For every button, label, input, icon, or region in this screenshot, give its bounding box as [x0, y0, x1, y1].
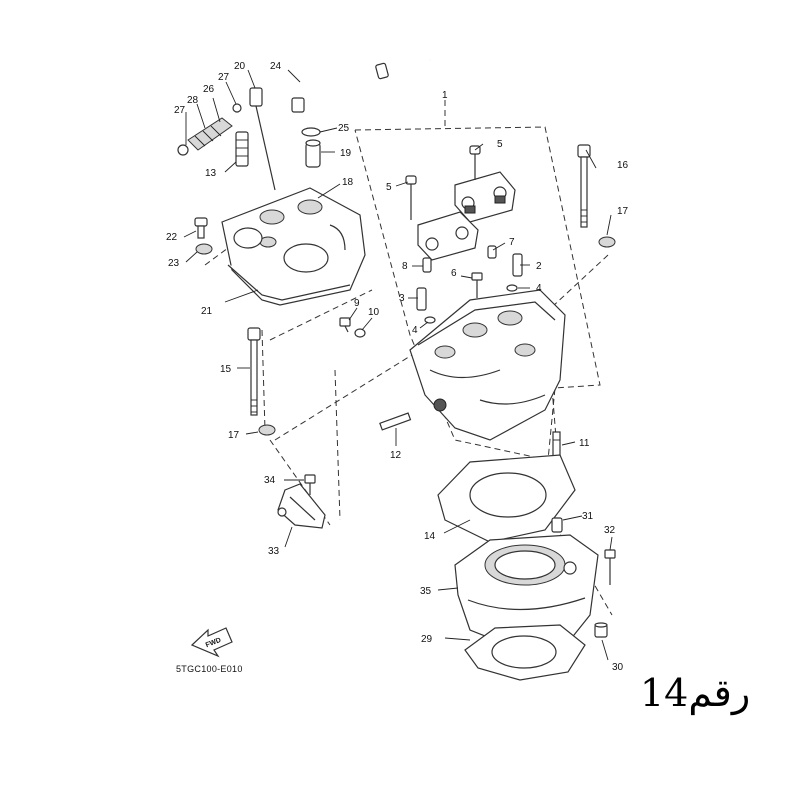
leader-lines: [183, 69, 613, 661]
callout-24: 24: [270, 61, 282, 72]
cylinder-head: [409, 289, 566, 441]
plug-boot: [177, 103, 242, 156]
callout-3: 3: [399, 293, 405, 304]
cap-bolt-top: [469, 145, 481, 180]
callout-19: 19: [340, 148, 352, 159]
stud-bolt-6: [471, 272, 483, 298]
callout-6: 6: [451, 268, 457, 279]
dowel-31: [551, 517, 563, 533]
bolt-32: [604, 549, 616, 585]
base-gasket: [464, 624, 586, 681]
long-bolt-16: [577, 144, 591, 228]
cylinder: [454, 534, 599, 651]
callout-30: 30: [612, 662, 624, 673]
bracket: [277, 483, 326, 529]
oil-check-bolt: [249, 87, 276, 191]
dowel-pin-3: [416, 287, 427, 311]
washer-17-left: [258, 424, 276, 436]
callout-14: 14: [424, 531, 436, 542]
callout-4b: 4: [412, 325, 418, 336]
o-ring-4a: [506, 284, 518, 292]
long-bolt-15: [247, 327, 261, 416]
callout-11: 11: [579, 438, 590, 449]
dowel-pin-8: [422, 257, 432, 273]
callout-17b: 17: [228, 430, 240, 441]
callout-25: 25: [338, 123, 350, 134]
callout-23: 23: [168, 258, 180, 269]
bolt-34: [304, 474, 316, 495]
callout-27b: 27: [174, 105, 186, 116]
callout-34: 34: [264, 475, 276, 486]
o-ring-4b: [424, 316, 436, 324]
cover-bolt: [194, 217, 208, 239]
callout-22: 22: [166, 232, 178, 243]
breather-hose: [291, 57, 431, 113]
head-gasket: [437, 454, 576, 543]
drawing-code: 5TGC100-E010: [176, 664, 243, 674]
callout-35: 35: [420, 586, 432, 597]
callout-33: 33: [268, 546, 280, 557]
callout-8: 8: [402, 261, 408, 272]
callout-18: 18: [342, 177, 354, 188]
callout-29: 29: [421, 634, 433, 645]
callout-2: 2: [536, 261, 542, 272]
caption-number: رقم14: [640, 671, 751, 715]
callout-4a: 4: [536, 283, 542, 294]
washer-17-right: [598, 236, 616, 248]
cover-washer: [195, 243, 213, 255]
callout-31: 31: [582, 511, 594, 522]
callout-27a: 27: [218, 72, 230, 83]
callout-5b: 5: [386, 182, 392, 193]
callout-12: 12: [390, 450, 402, 461]
callout-5a: 5: [497, 139, 503, 150]
callout-16: 16: [617, 160, 629, 171]
callout-10: 10: [368, 307, 380, 318]
spark-plug: [235, 131, 249, 167]
camshaft-cap-left: [417, 211, 479, 261]
cylinder-head-cover: [221, 187, 366, 306]
callout-20: 20: [234, 61, 246, 72]
callout-1: 1: [442, 90, 448, 101]
stud-12: [379, 412, 412, 431]
callout-7: 7: [509, 237, 515, 248]
callout-17a: 17: [617, 206, 629, 217]
forward-arrow: FWD: [190, 627, 233, 658]
breather-fitting: [301, 127, 321, 168]
nut-30: [594, 622, 608, 638]
callout-15: 15: [220, 364, 232, 375]
callout-28: 28: [187, 95, 199, 106]
callout-13: 13: [205, 168, 217, 179]
callout-labels: 1 2 3 4 4 5 5 6 7 8 9 10 11 12 13 14 15 …: [166, 61, 629, 673]
callout-32: 32: [604, 525, 616, 536]
bolt-9: [339, 317, 351, 333]
dowel-pin-7: [487, 245, 497, 259]
washer-10: [354, 328, 366, 338]
camshaft-cap-right: [454, 171, 516, 223]
cap-bolt-left: [405, 175, 417, 220]
callout-9: 9: [354, 298, 360, 309]
callout-21: 21: [201, 306, 213, 317]
callout-26: 26: [203, 84, 215, 95]
